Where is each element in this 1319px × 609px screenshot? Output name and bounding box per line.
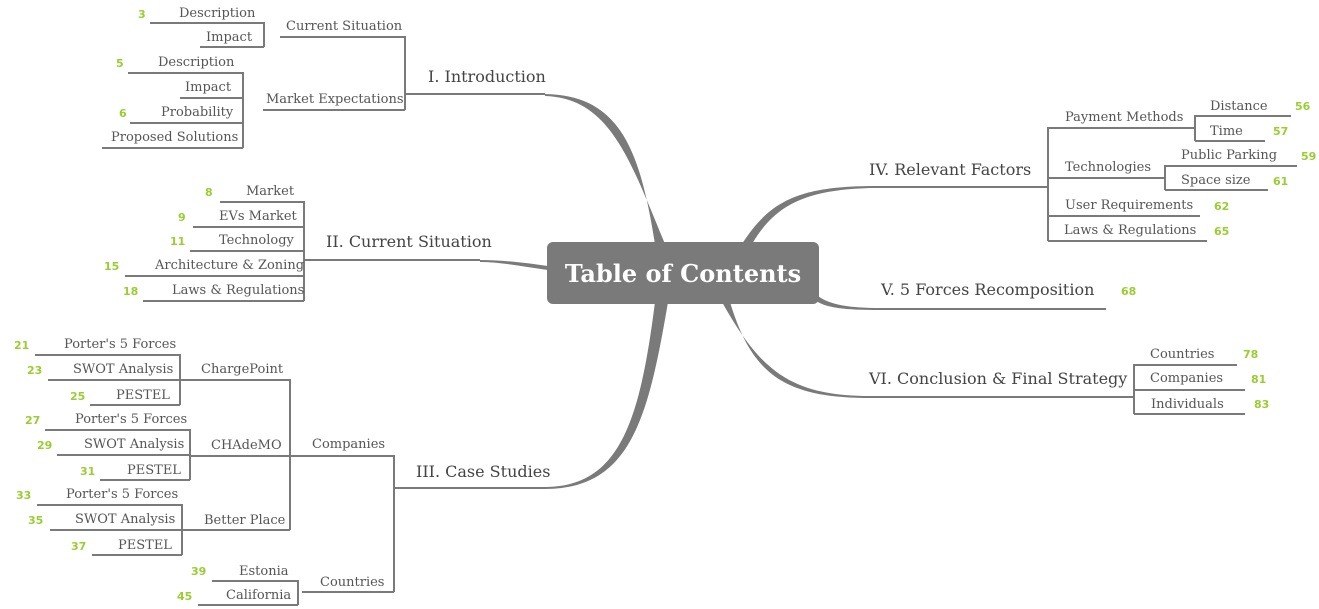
node-evs-market[interactable]: EVs Market [219,209,298,224]
node-estonia[interactable]: Estonia [239,564,289,579]
node-architecture-zoning[interactable]: Architecture & Zoning [154,258,304,273]
page-ch-swot: 29 [37,439,52,452]
node-me-description[interactable]: Description [158,55,235,70]
node-companies[interactable]: Companies [312,437,385,452]
page-laws-regulations: 18 [123,285,138,298]
node-space-size[interactable]: Space size [1181,173,1251,188]
connector-cases [545,302,668,489]
branch-current-situation: II. Current Situation Market 8 EVs Marke… [104,184,492,302]
page-me-probability: 6 [119,107,127,120]
node-laws-regulations[interactable]: Laws & Regulations [172,283,304,298]
node-ch-swot[interactable]: SWOT Analysis [84,437,184,452]
branch-relevant-factors: IV. Relevant Factors Payment Methods Tec… [869,99,1316,242]
branch-label-five-forces[interactable]: V. 5 Forces Recomposition [880,280,1094,299]
connector-current [480,260,548,270]
page-bp-swot: 35 [28,514,43,527]
branch-label-case-studies[interactable]: III. Case Studies [416,462,550,481]
page-conclusion-individuals: 83 [1254,398,1269,411]
branch-introduction: I. Introduction Current Situation Market… [102,6,546,149]
node-better-place[interactable]: Better Place [204,513,286,528]
central-title: Table of Contents [565,259,801,288]
page-market: 8 [205,186,213,199]
node-cs-description[interactable]: Description [179,6,256,21]
node-me-probability[interactable]: Probability [161,105,234,120]
branch-five-forces: V. 5 Forces Recomposition 68 [880,280,1136,310]
node-bp-swot[interactable]: SWOT Analysis [75,512,175,527]
branch-label-conclusion[interactable]: VI. Conclusion & Final Strategy [868,369,1127,388]
node-bp-pestel[interactable]: PESTEL [118,538,172,553]
page-technology: 11 [170,235,185,248]
node-chademo[interactable]: CHAdeMO [211,438,282,453]
connector-intro [545,94,665,244]
node-conclusion-countries[interactable]: Countries [1150,347,1214,362]
node-me-impact[interactable]: Impact [185,80,232,95]
node-countries[interactable]: Countries [320,575,384,590]
node-distance[interactable]: Distance [1210,99,1268,114]
node-technologies[interactable]: Technologies [1065,160,1151,175]
branch-label-relevant-factors[interactable]: IV. Relevant Factors [869,160,1031,179]
page-five-forces: 68 [1121,285,1136,298]
node-me-proposed[interactable]: Proposed Solutions [111,130,238,145]
page-distance: 56 [1295,100,1311,113]
page-conclusion-companies: 81 [1251,373,1266,386]
node-laws-regulations-factors[interactable]: Laws & Regulations [1064,223,1196,238]
page-evs-market: 9 [178,211,186,224]
page-cp-porter: 21 [14,339,29,352]
node-cp-pestel[interactable]: PESTEL [116,388,170,403]
node-public-parking[interactable]: Public Parking [1181,148,1277,163]
node-time[interactable]: Time [1210,124,1243,139]
node-current-situation[interactable]: Current Situation [286,19,403,34]
node-user-requirements[interactable]: User Requirements [1065,198,1193,213]
connector-factors [742,186,870,244]
branch-label-introduction[interactable]: I. Introduction [428,67,546,86]
node-ch-pestel[interactable]: PESTEL [127,463,181,478]
page-cp-swot: 23 [27,364,42,377]
page-ch-pestel: 31 [80,465,95,478]
page-space-size: 61 [1273,175,1288,188]
page-california: 45 [177,590,192,603]
page-bp-pestel: 37 [71,540,86,553]
page-cp-pestel: 25 [70,390,85,403]
node-market[interactable]: Market [246,184,295,199]
main-branch-connectors [480,94,880,489]
node-cs-impact[interactable]: Impact [206,30,253,45]
node-conclusion-companies[interactable]: Companies [1150,371,1223,386]
page-laws-regulations-factors: 65 [1214,225,1229,238]
branch-case-studies: III. Case Studies Companies Countries Ch… [14,337,550,606]
page-ch-porter: 27 [25,414,40,427]
branch-label-current-situation[interactable]: II. Current Situation [326,232,492,251]
node-cp-swot[interactable]: SWOT Analysis [73,362,173,377]
page-architecture-zoning: 15 [104,260,119,273]
branch-conclusion: VI. Conclusion & Final Strategy Countrie… [868,347,1269,415]
node-payment-methods[interactable]: Payment Methods [1065,110,1183,125]
page-estonia: 39 [191,565,206,578]
connector-forces [815,296,880,310]
node-bp-porter[interactable]: Porter's 5 Forces [66,487,178,502]
page-public-parking: 59 [1301,150,1316,163]
central-node[interactable]: Table of Contents [547,242,819,304]
page-user-requirements: 62 [1214,200,1229,213]
connector-conclusion [722,302,870,398]
node-chargepoint[interactable]: ChargePoint [201,362,284,377]
node-ch-porter[interactable]: Porter's 5 Forces [75,412,187,427]
page-me-description: 5 [116,57,124,70]
node-technology[interactable]: Technology [219,233,295,248]
page-cs-description: 3 [138,8,146,21]
page-time: 57 [1273,125,1288,138]
node-california[interactable]: California [226,588,291,603]
node-conclusion-individuals[interactable]: Individuals [1151,397,1224,412]
node-cp-porter[interactable]: Porter's 5 Forces [64,337,176,352]
node-market-expectations[interactable]: Market Expectations [266,92,404,107]
page-conclusion-countries: 78 [1243,348,1258,361]
page-bp-porter: 33 [16,489,31,502]
